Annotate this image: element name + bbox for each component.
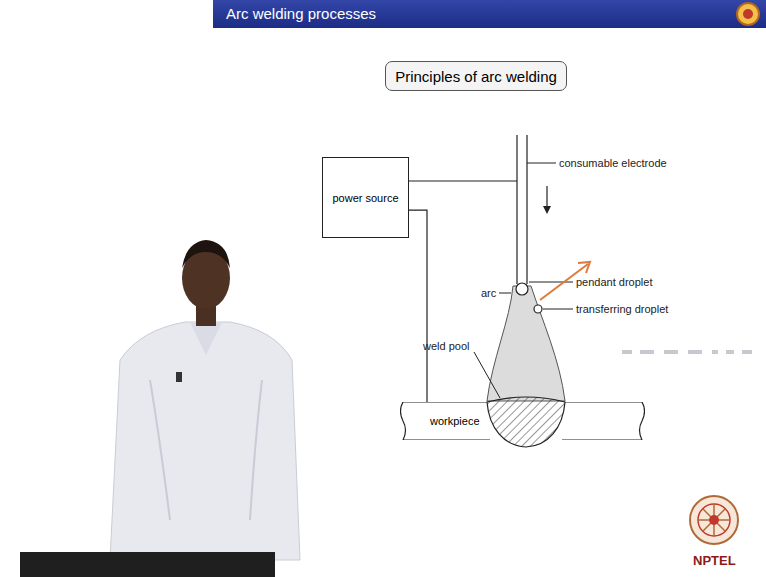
leader-line	[499, 293, 511, 294]
node-text: Principles of arc welding	[395, 68, 557, 85]
leader-line	[474, 352, 500, 398]
pen-arrow	[578, 262, 590, 273]
part-label: consumable electrode	[559, 157, 667, 170]
leader-line	[543, 309, 573, 310]
electrode	[526, 135, 527, 284]
heading-box: Principles of arc welding	[385, 61, 567, 91]
part-label: arc	[481, 287, 496, 300]
leader-line	[529, 282, 573, 283]
institute-logo	[743, 9, 753, 19]
nptel-emblem	[690, 496, 738, 544]
return-wire	[409, 210, 427, 402]
pendant-droplet	[516, 283, 528, 295]
part-label: pendant droplet	[576, 276, 652, 289]
presenter	[20, 240, 300, 577]
electrode	[516, 135, 517, 284]
power-source-box: power source	[322, 157, 409, 238]
workpiece-plate: workpiece	[400, 402, 645, 440]
nav-symbols	[622, 350, 752, 354]
slide-title: Arc welding processes	[226, 5, 376, 23]
plate-outline	[401, 402, 645, 440]
node-text: power source	[332, 192, 398, 204]
part-label: transferring droplet	[576, 303, 668, 316]
transferring-droplet	[534, 305, 542, 313]
supply-wire	[400, 180, 517, 181]
node-text: workpiece	[430, 415, 480, 427]
weld-pool	[487, 397, 565, 447]
feed-arrow	[546, 186, 547, 208]
leader-line	[527, 163, 556, 164]
institute-logo	[737, 3, 759, 25]
part-label: weld pool	[423, 340, 469, 353]
feed-arrow	[543, 206, 551, 214]
arc-column	[487, 286, 565, 401]
logo-text: NPTEL	[693, 553, 736, 568]
